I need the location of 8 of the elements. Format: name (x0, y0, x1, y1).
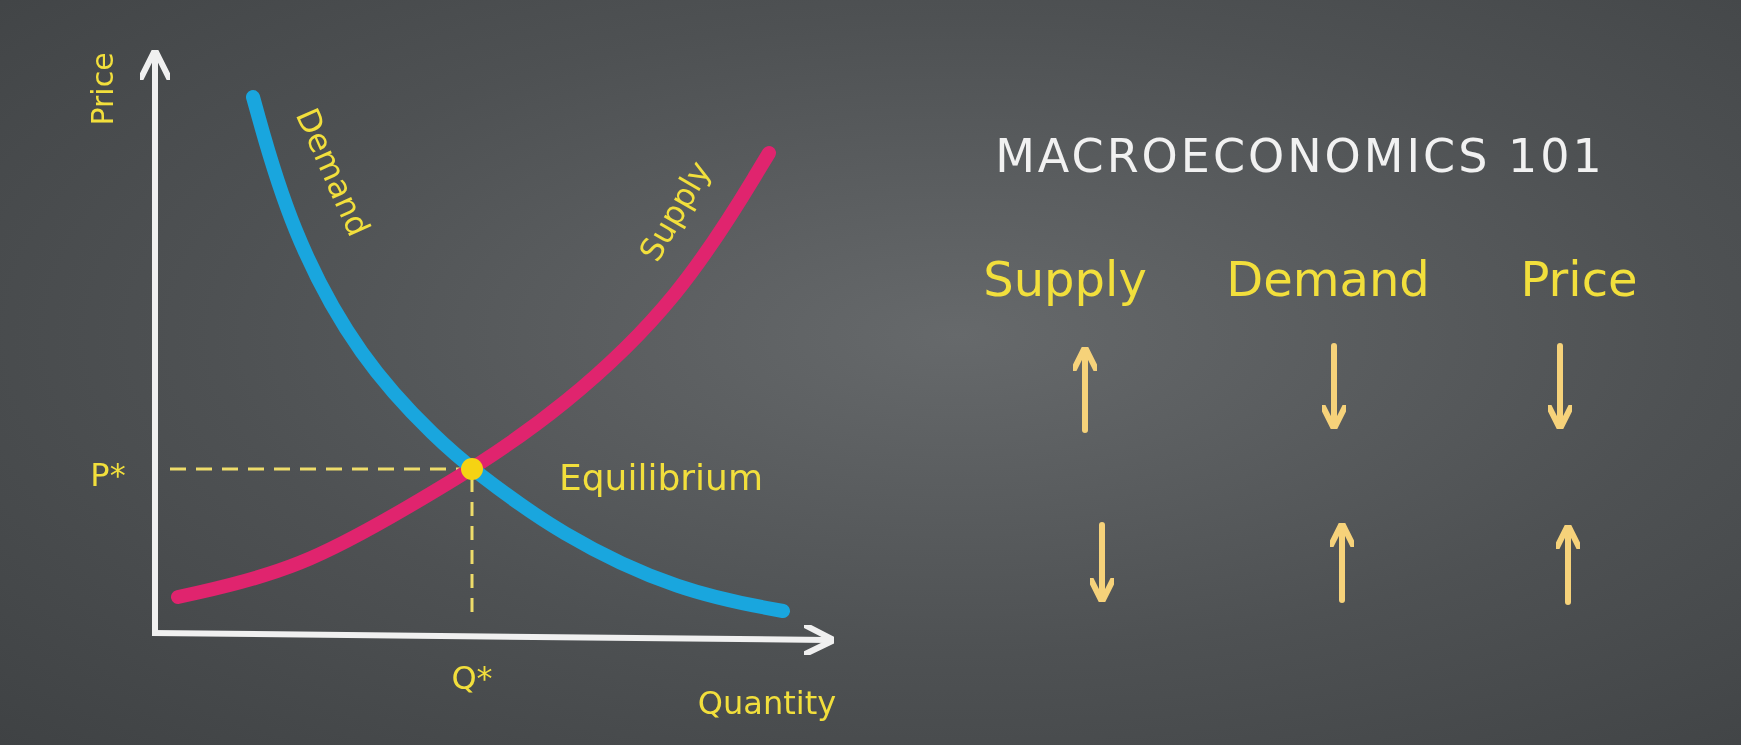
title: MACROECONOMICS 101 (995, 133, 1605, 179)
axis-label: Price (88, 52, 118, 126)
column-heading: Demand (1226, 255, 1430, 303)
column-heading: Price (1520, 255, 1638, 303)
axis-label: Quantity (697, 687, 837, 719)
axis-tick-label: Q* (451, 662, 493, 694)
point-label: Equilibrium (559, 460, 763, 496)
axis-tick-label: P* (90, 459, 126, 491)
